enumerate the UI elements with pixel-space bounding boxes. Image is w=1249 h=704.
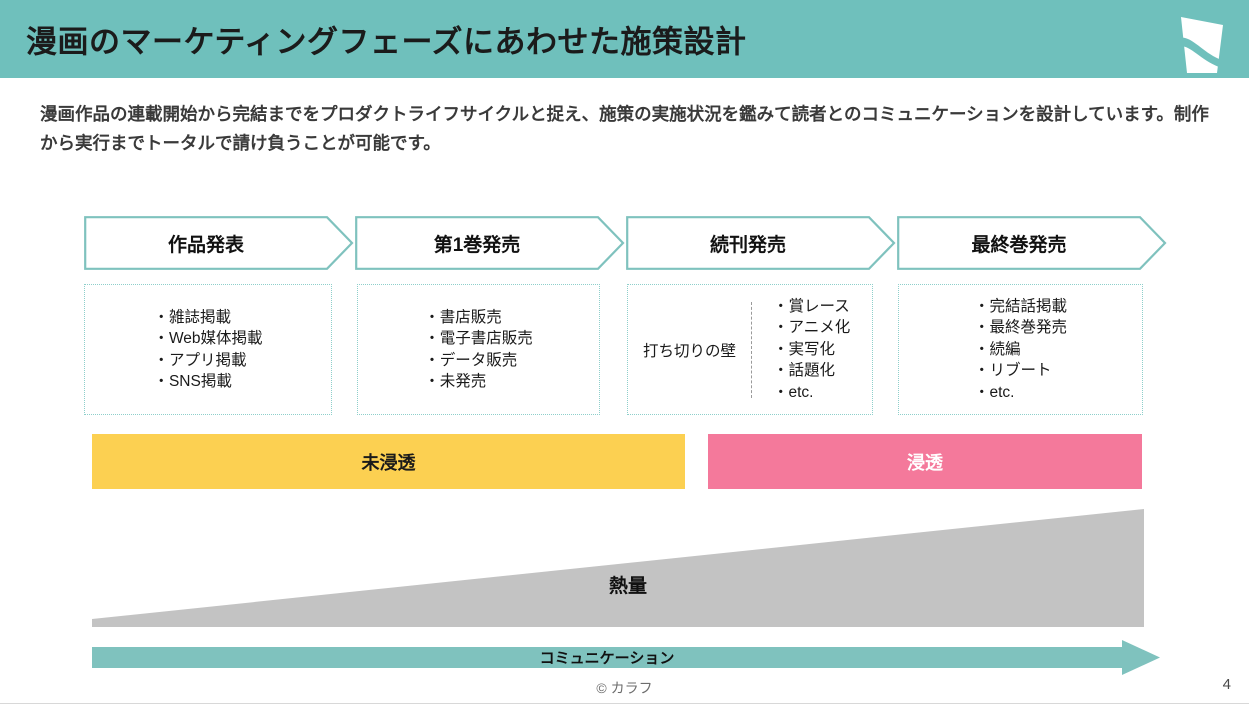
detail-box-2: ・書店販売 ・電子書店販売 ・データ販売 ・未発売 [357, 284, 600, 415]
list-item: ・電子書店販売 [424, 330, 533, 347]
detail-box-3: 打ち切りの壁 ・賞レース ・アニメ化 ・実写化 ・話題化 ・etc. [627, 284, 873, 415]
penetration-bar-low: 未浸透 [92, 434, 685, 489]
detail-list-4: ・完結話掲載 ・最終巻発売 ・続編 ・リブート ・etc. [974, 296, 1067, 404]
phase-arrow-row: 作品発表 第1巻発売 続刊発売 最終巻発売 [0, 216, 1249, 270]
heat-label: 熱量 [608, 575, 647, 597]
detail-list-2: ・書店販売 ・電子書店販売 ・データ販売 ・未発売 [424, 307, 533, 393]
list-item: ・未発売 [424, 373, 487, 390]
list-item: ・話題化 [773, 362, 836, 380]
cancellation-wall-label: 打ち切りの壁 [642, 342, 736, 360]
copyright-text: © カラフ [596, 680, 653, 696]
list-item: ・実写化 [773, 340, 836, 358]
phase-label: 最終巻発売 [971, 234, 1067, 256]
penetration-high-label: 浸透 [907, 452, 943, 473]
list-item: ・アニメ化 [773, 319, 851, 337]
penetration-bar-high: 浸透 [708, 434, 1142, 489]
list-item: ・賞レース [773, 297, 850, 315]
communication-label: コミュニケーション [539, 650, 675, 667]
phase-chevron-3[interactable]: 続刊発売 [626, 216, 896, 270]
list-item: ・続編 [973, 340, 1021, 358]
phase-chevron-1[interactable]: 作品発表 [84, 216, 354, 270]
page-number: 4 [1222, 676, 1231, 693]
slide-header: 漫画のマーケティングフェーズにあわせた施策設計 [0, 0, 1249, 78]
detail-list-3: ・賞レース ・アニメ化 ・実写化 ・話題化 ・etc. [752, 296, 872, 404]
phase-label: 作品発表 [167, 234, 244, 256]
heat-triangle: 熱量 [92, 509, 1144, 627]
list-item: ・アプリ掲載 [153, 351, 247, 369]
list-item: ・データ販売 [424, 351, 518, 369]
page-title: 漫画のマーケティングフェーズにあわせた施策設計 [26, 24, 747, 60]
detail-box-4: ・完結話掲載 ・最終巻発売 ・続編 ・リブート ・etc. [898, 284, 1143, 415]
list-item: ・Web媒体掲載 [153, 330, 263, 347]
lead-paragraph: 漫画作品の連載開始から完結までをプロダクトライフサイクルと捉え、施策の実施状況を… [40, 104, 1209, 153]
list-item: ・SNS掲載 [153, 373, 232, 390]
list-item: ・雑誌掲載 [153, 308, 231, 326]
detail-list-1: ・雑誌掲載 ・Web媒体掲載 ・アプリ掲載 ・SNS掲載 [153, 307, 262, 393]
phase-chevron-4[interactable]: 最終巻発売 [897, 216, 1167, 270]
list-item: ・etc. [973, 383, 1015, 401]
phase-chevron-2[interactable]: 第1巻発売 [355, 216, 625, 270]
list-item: ・etc. [773, 383, 814, 401]
phase-label: 第1巻発売 [433, 234, 521, 256]
phase-label: 続刊発売 [709, 234, 786, 256]
list-item: ・完結話掲載 [973, 297, 1067, 315]
list-item: ・リブート [973, 362, 1052, 380]
karafu-cup-logo-icon [1179, 17, 1223, 73]
communication-arrow: コミュニケーション [92, 640, 1160, 675]
detail-box-1: ・雑誌掲載 ・Web媒体掲載 ・アプリ掲載 ・SNS掲載 [84, 284, 332, 415]
list-item: ・最終巻発売 [973, 319, 1067, 337]
vertical-divider [751, 301, 752, 398]
list-item: ・書店販売 [424, 308, 502, 326]
penetration-low-label: 未浸透 [361, 452, 416, 473]
